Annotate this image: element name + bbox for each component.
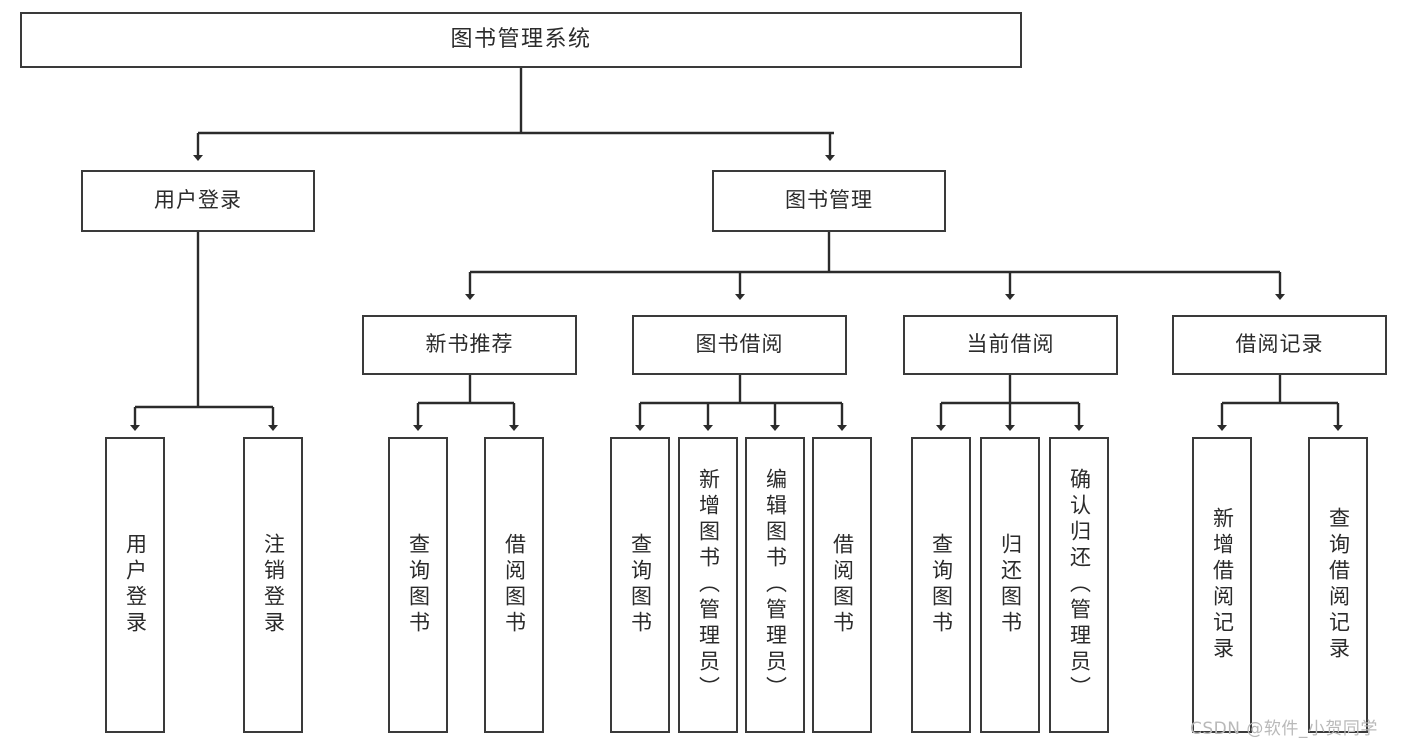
leaf-current-borrow-confirm-return[interactable]: 确认归还（管理员） bbox=[1049, 437, 1109, 733]
leaf-new-book-query[interactable]: 查询图书 bbox=[388, 437, 448, 733]
node-new-book-recommend[interactable]: 新书推荐 bbox=[362, 315, 577, 375]
node-book-management[interactable]: 图书管理 bbox=[712, 170, 946, 232]
watermark-text: CSDN @软件_小贺同学 bbox=[1190, 719, 1378, 739]
leaf-user-login-login[interactable]: 用户登录 bbox=[105, 437, 165, 733]
leaf-book-borrow-borrow[interactable]: 借阅图书 bbox=[812, 437, 872, 733]
node-label: 查询图书 bbox=[628, 533, 653, 637]
node-borrow-record[interactable]: 借阅记录 bbox=[1172, 315, 1387, 375]
node-root-book-management-system[interactable]: 图书管理系统 bbox=[20, 12, 1022, 68]
node-label: 编辑图书（管理员） bbox=[763, 468, 788, 702]
node-label: 归还图书 bbox=[998, 533, 1023, 637]
node-label: 借阅图书 bbox=[830, 533, 855, 637]
leaf-book-borrow-query[interactable]: 查询图书 bbox=[610, 437, 670, 733]
leaf-book-borrow-add[interactable]: 新增图书（管理员） bbox=[678, 437, 738, 733]
node-label: 图书借阅 bbox=[695, 332, 784, 357]
leaf-borrow-record-add[interactable]: 新增借阅记录 bbox=[1192, 437, 1252, 733]
node-user-login[interactable]: 用户登录 bbox=[81, 170, 315, 232]
csdn-watermark: CSDN @软件_小贺同学 bbox=[1190, 714, 1378, 739]
leaf-current-borrow-return[interactable]: 归还图书 bbox=[980, 437, 1040, 733]
node-label: 确认归还（管理员） bbox=[1067, 468, 1092, 702]
node-label: 查询借阅记录 bbox=[1326, 507, 1351, 663]
node-current-borrow[interactable]: 当前借阅 bbox=[903, 315, 1118, 375]
node-label: 图书管理 bbox=[785, 188, 873, 213]
node-label: 注销登录 bbox=[261, 533, 286, 637]
node-label: 当前借阅 bbox=[966, 332, 1055, 357]
node-label: 新增图书（管理员） bbox=[696, 468, 721, 702]
node-label: 查询图书 bbox=[929, 533, 954, 637]
node-label: 新书推荐 bbox=[425, 332, 514, 357]
node-label: 借阅图书 bbox=[502, 533, 527, 637]
leaf-borrow-record-query[interactable]: 查询借阅记录 bbox=[1308, 437, 1368, 733]
node-book-borrow[interactable]: 图书借阅 bbox=[632, 315, 847, 375]
node-label: 用户登录 bbox=[123, 533, 148, 637]
node-label: 图书管理系统 bbox=[450, 26, 592, 52]
node-label: 用户登录 bbox=[154, 188, 242, 213]
leaf-current-borrow-query[interactable]: 查询图书 bbox=[911, 437, 971, 733]
node-label: 查询图书 bbox=[406, 533, 431, 637]
leaf-book-borrow-edit[interactable]: 编辑图书（管理员） bbox=[745, 437, 805, 733]
node-label: 新增借阅记录 bbox=[1210, 507, 1235, 663]
node-label: 借阅记录 bbox=[1235, 332, 1324, 357]
leaf-user-login-logout[interactable]: 注销登录 bbox=[243, 437, 303, 733]
leaf-new-book-borrow[interactable]: 借阅图书 bbox=[484, 437, 544, 733]
